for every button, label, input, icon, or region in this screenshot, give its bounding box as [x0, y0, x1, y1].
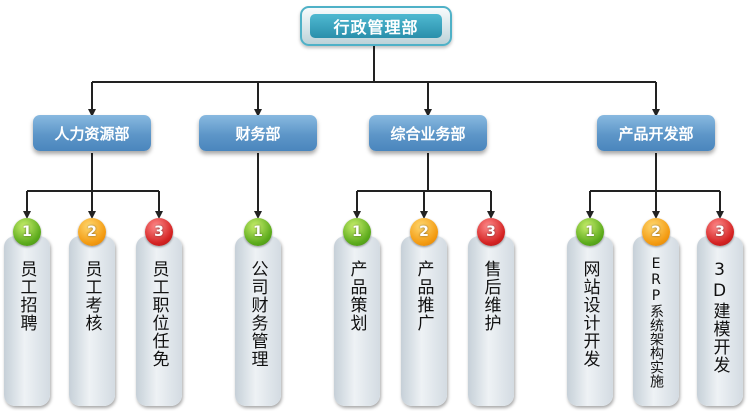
leaf-dev-website: 网站设计开发	[567, 236, 613, 406]
leaf-label: 3D建模开发	[709, 260, 730, 374]
badge-3-icon: 3	[477, 218, 505, 246]
leaf-finance-management: 公司财务管理	[235, 236, 281, 406]
badge-3-icon: 3	[145, 218, 173, 246]
leaf-biz-aftersales: 售后维护	[468, 236, 514, 406]
leaf-biz-planning: 产品策划	[334, 236, 380, 406]
leaf-label: 员工招聘	[16, 260, 37, 332]
leaf-label: 产品推广	[413, 260, 434, 332]
leaf-label: 产品策划	[346, 260, 367, 332]
leaf-label: ERP系统架构实施	[648, 256, 664, 388]
badge-3-icon: 3	[706, 218, 734, 246]
badge-2-icon: 2	[642, 218, 670, 246]
leaf-label: 售后维护	[480, 260, 501, 332]
badge-2-icon: 2	[410, 218, 438, 246]
badge-1-icon: 1	[343, 218, 371, 246]
root-node: 行政管理部	[300, 6, 452, 46]
leaf-dev-erp: ERP系统架构实施	[633, 236, 679, 406]
badge-1-icon: 1	[576, 218, 604, 246]
badge-2-icon: 2	[78, 218, 106, 246]
leaf-hr-recruitment: 员工招聘	[4, 236, 50, 406]
dept-finance: 财务部	[199, 115, 317, 151]
badge-1-icon: 1	[13, 218, 41, 246]
leaf-biz-promotion: 产品推广	[401, 236, 447, 406]
dept-hr: 人力资源部	[33, 115, 151, 151]
leaf-label: 员工考核	[81, 260, 102, 332]
leaf-hr-appointment: 员工职位任免	[136, 236, 182, 406]
leaf-hr-assessment: 员工考核	[69, 236, 115, 406]
leaf-label: 网站设计开发	[579, 260, 600, 368]
leaf-label: 员工职位任免	[148, 260, 169, 368]
leaf-dev-3d: 3D建模开发	[697, 236, 743, 406]
leaf-label: 公司财务管理	[247, 260, 268, 368]
root-label: 行政管理部	[310, 14, 442, 38]
dept-business: 综合业务部	[369, 115, 487, 151]
dept-product-dev: 产品开发部	[597, 115, 715, 151]
badge-1-icon: 1	[244, 218, 272, 246]
